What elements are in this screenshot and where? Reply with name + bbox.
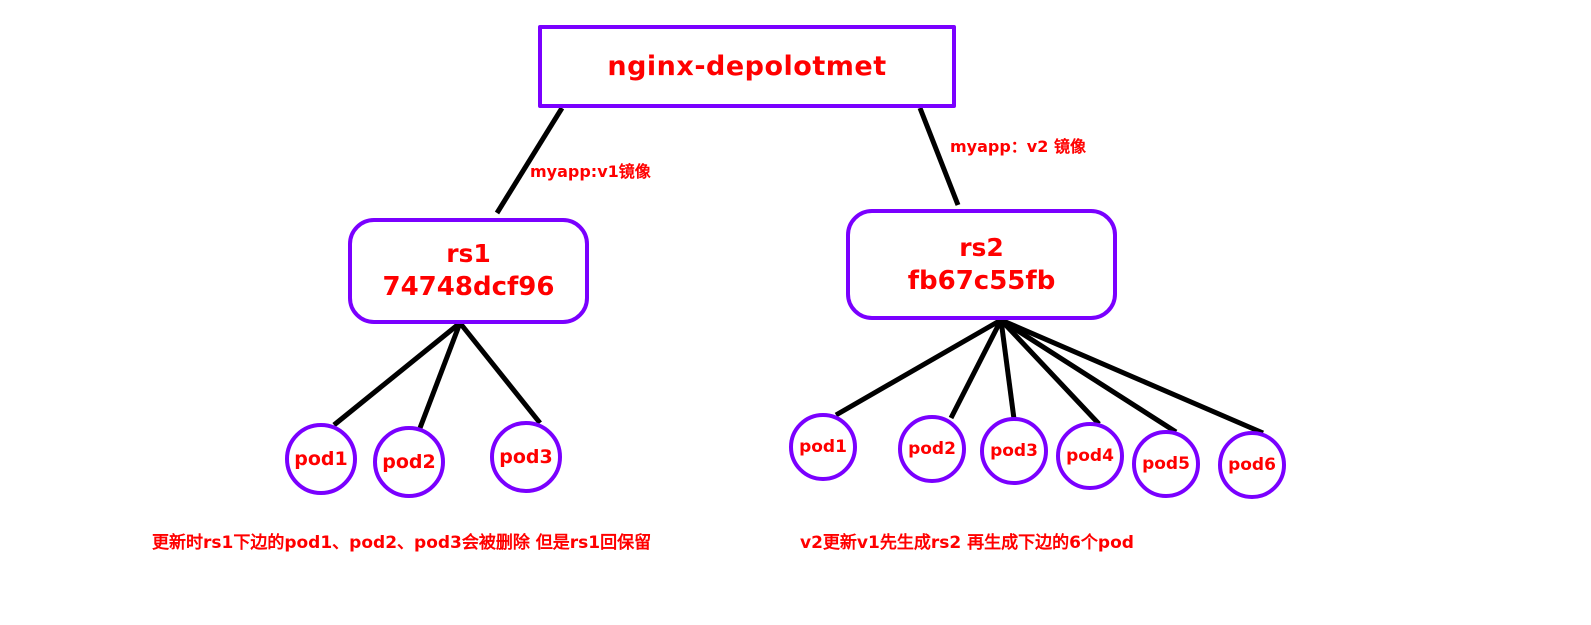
edge-label-myapp-v1: myapp:v1镜像 [530,162,651,181]
edge-deployment-to-rs1 [494,106,565,215]
pod-node-rs2-pod2[interactable]: pod2 [898,415,966,483]
pod-label: pod4 [1066,446,1114,466]
pod-node-rs2-pod1[interactable]: pod1 [789,413,857,481]
deployment-label: nginx-depolotmet [607,51,887,82]
pod-label: pod6 [1228,455,1276,475]
replicaset-node-rs1[interactable]: rs1 74748dcf96 [348,218,589,324]
pod-node-rs2-pod6[interactable]: pod6 [1218,431,1286,499]
pod-node-rs2-pod3[interactable]: pod3 [980,417,1048,485]
rs1-hash: 74748dcf96 [382,272,555,303]
edge-rs2-to-pod3 [998,319,1017,420]
edge-deployment-to-rs2 [917,107,961,206]
edge-rs2-to-pod5 [999,317,1178,435]
edge-rs1-to-pod2 [417,322,463,429]
caption-rs1-update-note: 更新时rs1下边的pod1、pod2、pod3会被删除 但是rs1回保留 [152,533,652,553]
pod-label: pod1 [294,448,348,470]
rs2-hash: fb67c55fb [907,265,1056,296]
edge-rs1-to-pod1 [332,321,462,427]
edge-rs2-to-pod2 [948,318,1004,420]
pod-node-rs2-pod4[interactable]: pod4 [1056,422,1124,490]
pod-node-rs2-pod5[interactable]: pod5 [1132,430,1200,498]
edge-label-myapp-v2: myapp：v2 镜像 [950,137,1086,156]
replicaset-node-rs2[interactable]: rs2 fb67c55fb [846,209,1117,320]
pod-label: pod3 [990,441,1038,461]
pod-node-rs1-pod3[interactable]: pod3 [490,421,562,493]
pod-label: pod3 [499,446,553,468]
rs1-name: rs1 [446,239,491,269]
edge-rs1-to-pod3 [458,321,542,425]
pod-label: pod2 [908,439,956,459]
pod-label: pod5 [1142,454,1190,474]
pod-node-rs1-pod1[interactable]: pod1 [285,423,357,495]
pod-label: pod2 [382,451,436,473]
pod-node-rs1-pod2[interactable]: pod2 [373,426,445,498]
caption-rs2-update-note: v2更新v1先生成rs2 再生成下边的6个pod [800,533,1134,553]
edge-rs2-to-pod4 [999,318,1101,426]
pod-label: pod1 [799,437,847,457]
edge-rs2-to-pod1 [834,317,1003,418]
edge-rs2-to-pod6 [1000,317,1264,436]
rs2-name: rs2 [959,232,1004,262]
deployment-node[interactable]: nginx-depolotmet [538,25,956,108]
